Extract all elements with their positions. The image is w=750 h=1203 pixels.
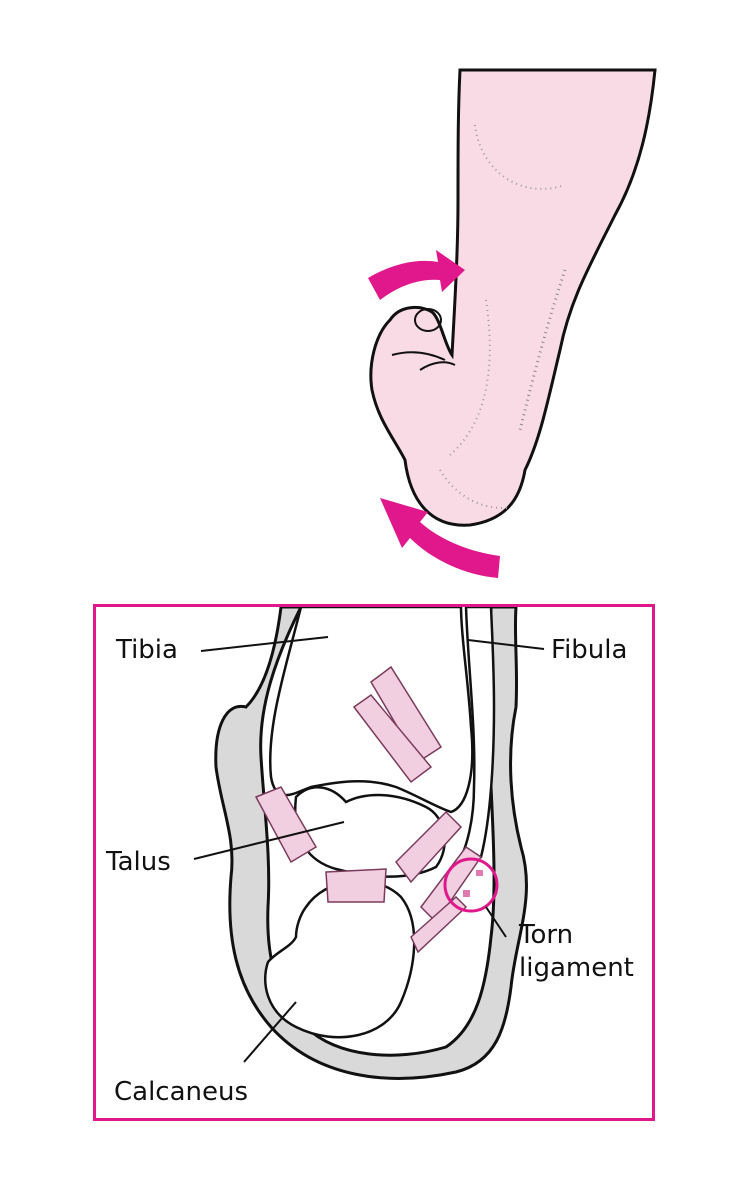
torn-ligament-highlight-circle <box>443 857 499 913</box>
ligaments <box>254 665 483 954</box>
inverted-foot-illustration <box>368 68 657 578</box>
calcaneus-leader-line <box>243 1001 297 1063</box>
label-fibula: Fibula <box>551 635 628 665</box>
ankle-anatomy-drawing <box>193 607 545 1080</box>
label-talus: Talus <box>106 847 171 877</box>
label-tibia: Tibia <box>116 635 178 665</box>
ankle-anatomy-inset: Tibia Fibula Talus Torn ligament Calcane… <box>93 604 655 1121</box>
label-torn-ligament-line2: ligament <box>519 953 634 983</box>
talus-leader-line <box>193 821 345 860</box>
toe-detail <box>414 308 442 332</box>
tibia-leader-line <box>200 636 329 652</box>
rotation-arrow-top-icon <box>368 250 465 300</box>
rotation-arrow-bottom-icon <box>380 498 500 578</box>
fibula-leader-line <box>467 639 545 650</box>
leg-and-foot-shape <box>369 68 657 527</box>
label-torn-ligament-line1: Torn <box>519 920 574 950</box>
label-calcaneus: Calcaneus <box>114 1077 249 1107</box>
calcaneus-bone <box>264 879 416 1039</box>
torn-ligament-leader-line <box>485 906 507 938</box>
